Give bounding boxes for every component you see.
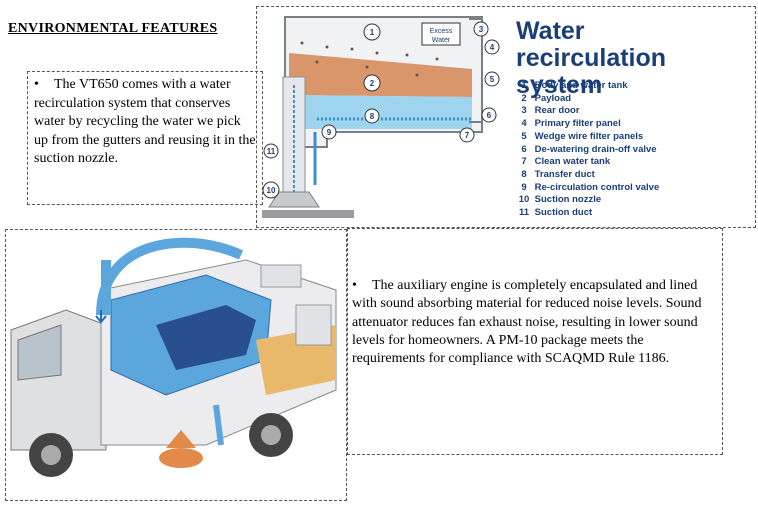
water-recirculation-paragraph: The VT650 comes with a water recirculati… [34,77,256,166]
legend-item: 7 Clean water tank [521,156,611,168]
callout-10: 10 [267,186,276,195]
diagram-title: Water recirculation system [516,18,758,99]
callout-4: 4 [490,43,495,52]
page-heading: ENVIRONMENTAL FEATURES [8,21,218,36]
diagram-title-line1: Water [516,17,585,45]
callout-9: 9 [327,128,332,137]
callout-3: 3 [479,25,484,34]
excess-water-label-1: Excess [430,28,453,35]
legend-item: 6 De-watering drain-off valve [521,143,657,155]
noise-reduction-paragraph: The auxiliary engine is completely encap… [352,278,702,367]
callout-1: 1 [370,28,375,37]
callout-8: 8 [370,112,375,121]
callout-5: 5 [490,75,495,84]
diagram-legend: 1 Body and water tank 2 Payload 3 Rear d… [516,80,660,220]
bullet: • [34,77,39,92]
debris-dots [300,41,439,77]
water-recirculation-diagram-frame [256,6,756,228]
water-recirculation-paragraph-box: •The VT650 comes with a water recirculat… [27,71,263,205]
noise-reduction-paragraph-box: •The auxiliary engine is completely enca… [347,228,723,455]
legend-item: 9 Re-circulation control valve [521,181,660,193]
legend-item: 10 Suction nozzle [518,194,602,206]
legend-item: 11 Suction duct [518,207,593,219]
legend-item: 2 Payload [521,92,572,104]
water-recirculation-diagram: Excess Water 1 2 3 4 5 6 7 8 9 10 11 [262,16,500,218]
callout-2: 2 [370,79,375,88]
bullet: • [352,278,357,293]
truck-cutaway-illustration [10,237,337,477]
callout-7: 7 [465,131,470,140]
callout-6: 6 [487,111,492,120]
legend-item: 1 Body and water tank [521,80,628,91]
truck-illustration-frame [5,229,347,501]
callout-11: 11 [267,147,276,156]
legend-item: 3 Rear door [521,105,580,117]
excess-water-label-2: Water [432,37,451,44]
diagram-title-line2: recirculation system [516,44,667,99]
legend-item: 5 Wedge wire filter panels [521,130,644,142]
legend-item: 4 Primary filter panel [521,118,621,130]
legend-item: 8 Transfer duct [521,168,595,180]
